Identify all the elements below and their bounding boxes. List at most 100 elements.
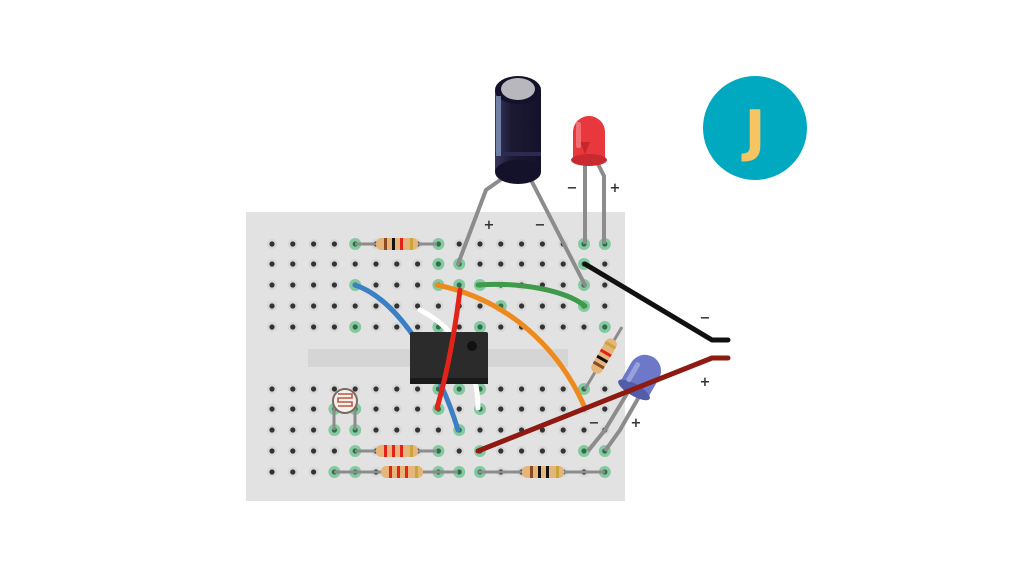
breadboard-hole (539, 386, 546, 392)
capacitor-minus-label: − (535, 218, 546, 233)
breadboard-hole (560, 303, 566, 309)
breadboard-hole (581, 448, 587, 454)
resistor-top (355, 238, 437, 250)
battery-leads (475, 261, 731, 454)
breadboard-hole (373, 261, 379, 267)
resistor-diagonal (583, 326, 624, 390)
breadboard-hole (394, 324, 400, 330)
red-wire (434, 287, 463, 411)
breadboard-hole (331, 282, 337, 288)
breadboard-hole (498, 324, 504, 330)
breadboard-hole (290, 282, 296, 288)
breadboard-hole (394, 282, 400, 288)
breadboard-hole (394, 406, 400, 412)
breadboard-hole (539, 241, 546, 247)
breadboard-hole (498, 241, 504, 247)
breadboard-hole (435, 303, 441, 309)
breadboard-hole (560, 427, 566, 433)
resistor-middle-1 (355, 445, 437, 457)
black-lead-wire (582, 261, 731, 343)
breadboard-hole (290, 469, 296, 475)
breadboard-hole (269, 406, 275, 412)
breadboard-hole (456, 406, 462, 412)
breadboard (246, 212, 625, 501)
electrolytic-capacitor (456, 76, 587, 287)
breadboard-hole (519, 261, 525, 267)
level-badge: J (703, 76, 807, 180)
breadboard-hole (560, 261, 566, 267)
breadboard-hole (456, 448, 462, 454)
resistors (334, 238, 624, 478)
breadboard-hole (415, 406, 421, 412)
breadboard-hole (290, 303, 296, 309)
breadboard-hole (373, 427, 379, 433)
breadboard-hole (311, 406, 317, 412)
breadboard-hole (269, 241, 275, 247)
breadboard-hole (311, 303, 317, 309)
battery-minus-label: − (700, 311, 711, 326)
breadboard-hole (602, 324, 608, 330)
breadboard-hole (477, 261, 483, 267)
breadboard-hole (539, 448, 546, 454)
breadboard-hole (331, 386, 337, 392)
breadboard-hole (331, 303, 337, 309)
breadboard-hole (352, 303, 358, 309)
breadboard-hole (519, 386, 525, 392)
breadboard-hole (415, 303, 421, 309)
breadboard-hole (602, 303, 608, 309)
photoresistor (332, 388, 358, 430)
breadboard-hole (519, 448, 525, 454)
breadboard-hole (477, 427, 483, 433)
breadboard-hole (456, 282, 462, 288)
breadboard-hole (394, 261, 400, 267)
breadboard-hole (435, 427, 441, 433)
breadboard-hole (290, 324, 296, 330)
breadboard-hole (560, 282, 566, 288)
breadboard-hole (311, 469, 317, 475)
breadboard-hole (539, 427, 546, 433)
green-wire (475, 281, 588, 309)
breadboard-hole (498, 427, 504, 433)
breadboard-hole (290, 406, 296, 412)
breadboard-hole (415, 261, 421, 267)
polarity-labels: + − − + − + − + (484, 181, 711, 431)
breadboard-hole (415, 427, 421, 433)
breadboard-hole (290, 241, 296, 247)
red-led-plus-label: + (610, 181, 621, 196)
breadboard-hole (311, 282, 317, 288)
breadboard-hole (311, 448, 317, 454)
resistor-bottom-right (478, 466, 605, 478)
breadboard-hole (456, 324, 462, 330)
dark-red-lead-wire (475, 355, 731, 454)
breadboard-hole (269, 324, 275, 330)
breadboard-hole (269, 282, 275, 288)
breadboard-hole (415, 324, 421, 330)
breadboard-hole (352, 386, 358, 392)
breadboard-hole (415, 282, 421, 288)
breadboard-hole (373, 303, 379, 309)
breadboard-hole (560, 448, 566, 454)
breadboard-hole (498, 261, 504, 267)
breadboard-hole (560, 386, 566, 392)
breadboard-hole (581, 427, 587, 433)
breadboard-hole (539, 324, 546, 330)
breadboard-hole (331, 241, 337, 247)
breadboard-hole (602, 406, 608, 412)
breadboard-hole (435, 241, 441, 247)
breadboard-hole (352, 261, 358, 267)
orange-wire (434, 282, 588, 411)
breadboard-hole (331, 448, 337, 454)
breadboard-hole (290, 448, 296, 454)
breadboard-hole (581, 324, 587, 330)
breadboard-hole (519, 241, 525, 247)
breadboard-hole (498, 448, 504, 454)
breadboard-hole (560, 406, 566, 412)
breadboard-hole (539, 261, 546, 267)
breadboard-hole (539, 406, 546, 412)
resistor-middle-2 (334, 466, 458, 478)
blue-led-minus-label: − (589, 416, 600, 431)
breadboard-hole (311, 241, 317, 247)
capacitor-plus-label: + (484, 218, 495, 233)
breadboard-hole (311, 261, 317, 267)
